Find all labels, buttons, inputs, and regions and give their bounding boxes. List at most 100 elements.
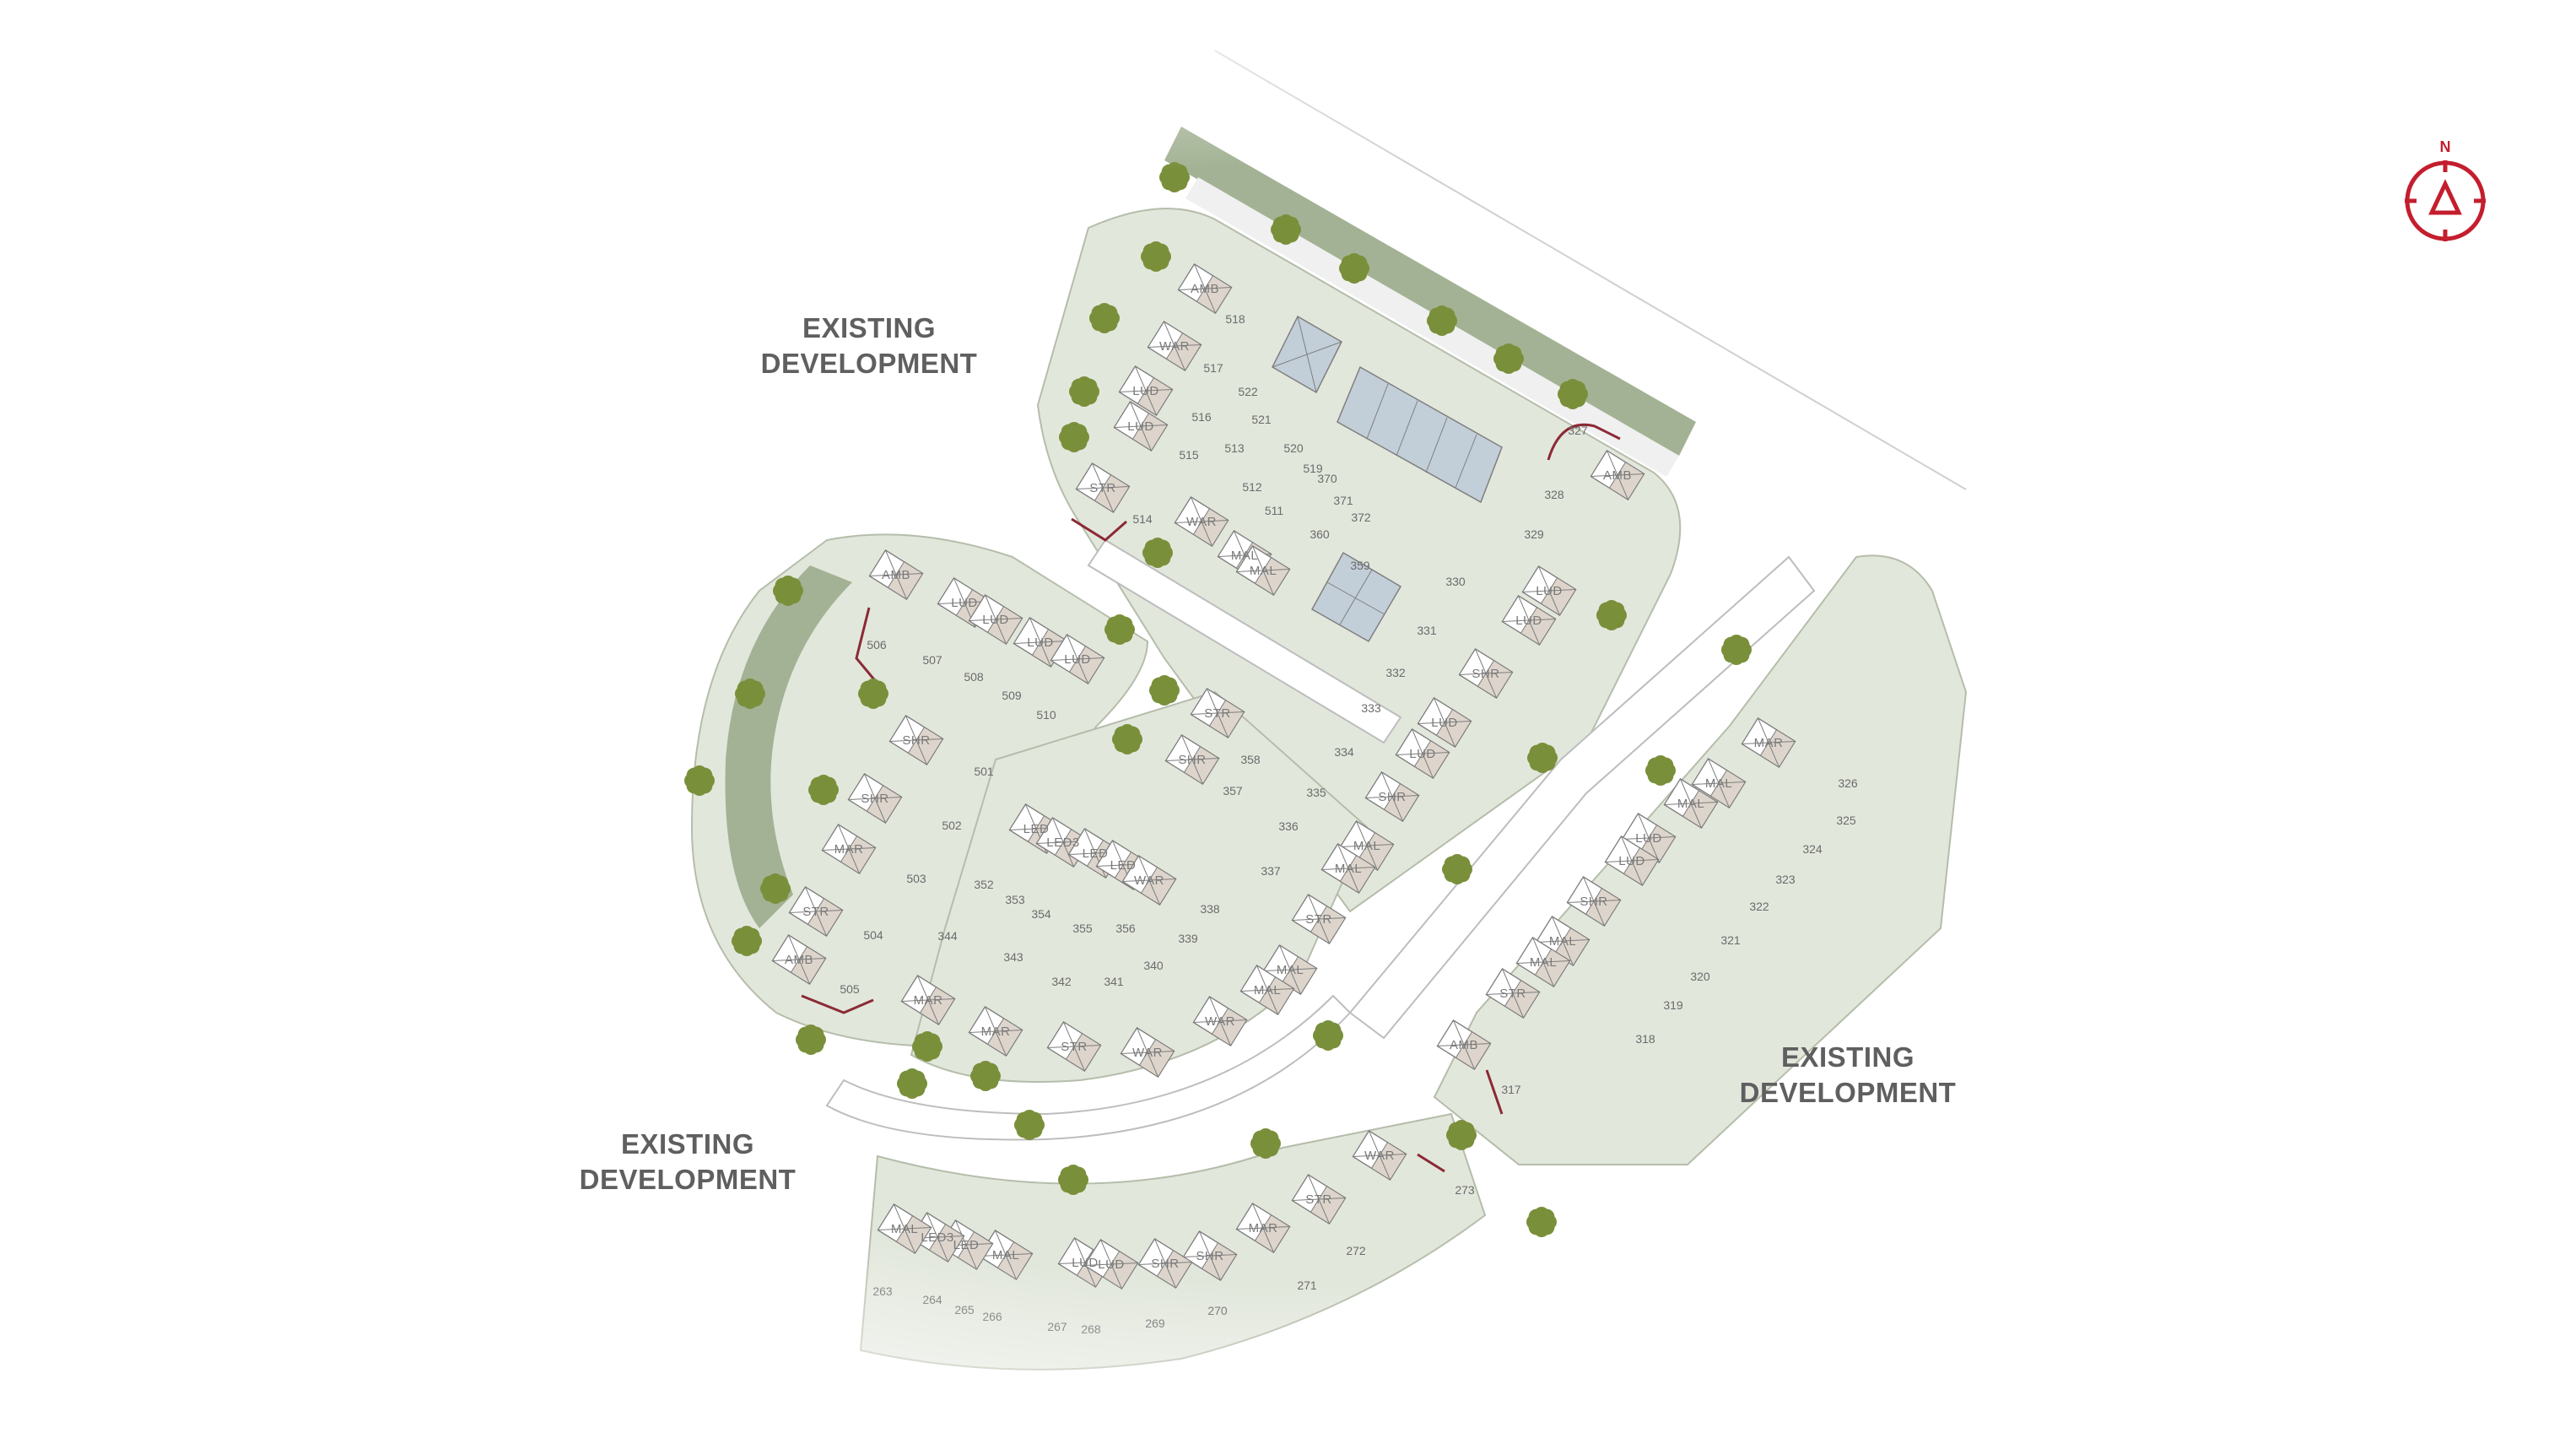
house-type-label: SHR — [1196, 1249, 1223, 1263]
plot-number-339[interactable]: 339 — [1178, 932, 1198, 945]
house-type-label: LUD — [982, 613, 1009, 627]
house-type-label: STR — [1499, 987, 1526, 1001]
plot-number-338[interactable]: 338 — [1200, 902, 1220, 916]
plot-number-515[interactable]: 515 — [1179, 448, 1199, 462]
plot-number-331[interactable]: 331 — [1417, 624, 1437, 637]
tree-icon — [1149, 675, 1180, 706]
plot-number-340[interactable]: 340 — [1143, 959, 1164, 972]
plot-number-336[interactable]: 336 — [1278, 819, 1299, 833]
house-type-label: WAR — [1134, 873, 1164, 888]
plot-number-329[interactable]: 329 — [1524, 527, 1544, 541]
plot-number-357[interactable]: 357 — [1223, 784, 1243, 797]
plot-number-510[interactable]: 510 — [1036, 708, 1056, 722]
plot-number-370[interactable]: 370 — [1317, 472, 1337, 485]
plot-number-330[interactable]: 330 — [1445, 575, 1466, 588]
plot-number-326[interactable]: 326 — [1838, 776, 1858, 790]
house-type-label: MAR — [1754, 736, 1784, 750]
plot-number-270[interactable]: 270 — [1207, 1304, 1228, 1317]
plot-number-341[interactable]: 341 — [1104, 975, 1124, 988]
plot-number-272[interactable]: 272 — [1346, 1244, 1366, 1257]
plot-number-325[interactable]: 325 — [1836, 814, 1856, 827]
plot-number-502[interactable]: 502 — [942, 819, 962, 832]
plot-number-266[interactable]: 266 — [982, 1310, 1002, 1323]
tree-icon — [1089, 303, 1120, 333]
plot-number-269[interactable]: 269 — [1145, 1317, 1165, 1330]
plot-number-514[interactable]: 514 — [1132, 512, 1153, 526]
plot-number-516[interactable]: 516 — [1191, 410, 1212, 424]
plot-number-511[interactable]: 511 — [1265, 504, 1284, 517]
tree-icon — [1059, 422, 1089, 452]
plot-number-352[interactable]: 352 — [974, 878, 994, 891]
plot-number-344[interactable]: 344 — [937, 929, 958, 943]
plot-number-501[interactable]: 501 — [974, 765, 994, 778]
plot-number-264[interactable]: 264 — [922, 1293, 942, 1306]
plot-number-318[interactable]: 318 — [1635, 1032, 1655, 1046]
tree-icon — [1250, 1128, 1281, 1159]
plot-number-506[interactable]: 506 — [867, 638, 887, 652]
plot-number-335[interactable]: 335 — [1306, 786, 1326, 799]
tree-icon — [1442, 854, 1472, 884]
tree-icon — [773, 576, 803, 606]
tree-icon — [1721, 635, 1752, 665]
plot-number-334[interactable]: 334 — [1334, 745, 1354, 759]
plot-number-371[interactable]: 371 — [1333, 494, 1353, 507]
plot-number-354[interactable]: 354 — [1031, 907, 1051, 921]
house-type-label: MAL — [891, 1222, 918, 1236]
plot-number-322[interactable]: 322 — [1749, 900, 1769, 913]
house-type-label: STR — [1089, 481, 1116, 495]
plot-number-353[interactable]: 353 — [1005, 893, 1025, 906]
plot-number-522[interactable]: 522 — [1238, 385, 1258, 398]
plot-number-517[interactable]: 517 — [1203, 361, 1223, 375]
plot-number-521[interactable]: 521 — [1251, 413, 1272, 426]
house-type-label: LUD — [1027, 635, 1054, 650]
plot-number-319[interactable]: 319 — [1663, 998, 1683, 1012]
house-type-label: MAL — [1677, 797, 1704, 811]
plot-number-507[interactable]: 507 — [922, 653, 942, 667]
plot-number-504[interactable]: 504 — [863, 928, 883, 942]
tree-icon — [1446, 1120, 1477, 1150]
plot-number-265[interactable]: 265 — [954, 1303, 975, 1317]
plot-number-324[interactable]: 324 — [1802, 842, 1823, 856]
tree-icon — [684, 765, 715, 796]
plot-number-317[interactable]: 317 — [1501, 1083, 1521, 1096]
plot-number-271[interactable]: 271 — [1297, 1279, 1317, 1292]
house-type-label: MAL — [1254, 983, 1281, 998]
plot-number-513[interactable]: 513 — [1224, 441, 1245, 455]
plot-number-358[interactable]: 358 — [1240, 753, 1261, 766]
plot-number-327[interactable]: 327 — [1568, 424, 1588, 437]
plot-number-359[interactable]: 359 — [1350, 559, 1370, 572]
plot-number-355[interactable]: 355 — [1072, 922, 1093, 935]
tree-icon — [796, 1025, 826, 1055]
plot-number-342[interactable]: 342 — [1051, 975, 1072, 988]
house-type-label: SHR — [1178, 753, 1206, 767]
plot-number-509[interactable]: 509 — [1002, 689, 1022, 702]
plot-number-360[interactable]: 360 — [1310, 527, 1330, 541]
plot-number-328[interactable]: 328 — [1544, 488, 1564, 501]
house-type-label: WAR — [1132, 1046, 1163, 1060]
plot-number-263[interactable]: 263 — [872, 1284, 893, 1298]
plot-number-332[interactable]: 332 — [1385, 666, 1406, 679]
plot-number-518[interactable]: 518 — [1225, 312, 1245, 326]
plot-number-267[interactable]: 267 — [1047, 1320, 1067, 1333]
house-type-label: LED — [1083, 846, 1109, 861]
plot-number-337[interactable]: 337 — [1261, 864, 1281, 878]
plot-number-343[interactable]: 343 — [1003, 950, 1023, 964]
plot-number-273[interactable]: 273 — [1455, 1183, 1475, 1197]
house-type-label: LUD — [1515, 614, 1542, 628]
plot-number-321[interactable]: 321 — [1720, 933, 1741, 947]
plot-number-268[interactable]: 268 — [1081, 1322, 1101, 1336]
house-type-label: MAL — [1705, 776, 1732, 791]
plot-number-320[interactable]: 320 — [1690, 970, 1710, 983]
house-type-label: STR — [1204, 706, 1231, 721]
plot-number-512[interactable]: 512 — [1242, 480, 1262, 494]
plot-number-520[interactable]: 520 — [1283, 441, 1304, 455]
plot-number-333[interactable]: 333 — [1361, 701, 1381, 715]
plot-number-372[interactable]: 372 — [1351, 511, 1371, 524]
plot-number-356[interactable]: 356 — [1115, 922, 1136, 935]
north-arrow-compass: N — [2395, 135, 2496, 245]
house-type-label: MAL — [1353, 839, 1380, 853]
plot-number-323[interactable]: 323 — [1775, 873, 1796, 886]
plot-number-508[interactable]: 508 — [964, 670, 984, 684]
plot-number-503[interactable]: 503 — [906, 872, 926, 885]
plot-number-505[interactable]: 505 — [840, 982, 860, 996]
